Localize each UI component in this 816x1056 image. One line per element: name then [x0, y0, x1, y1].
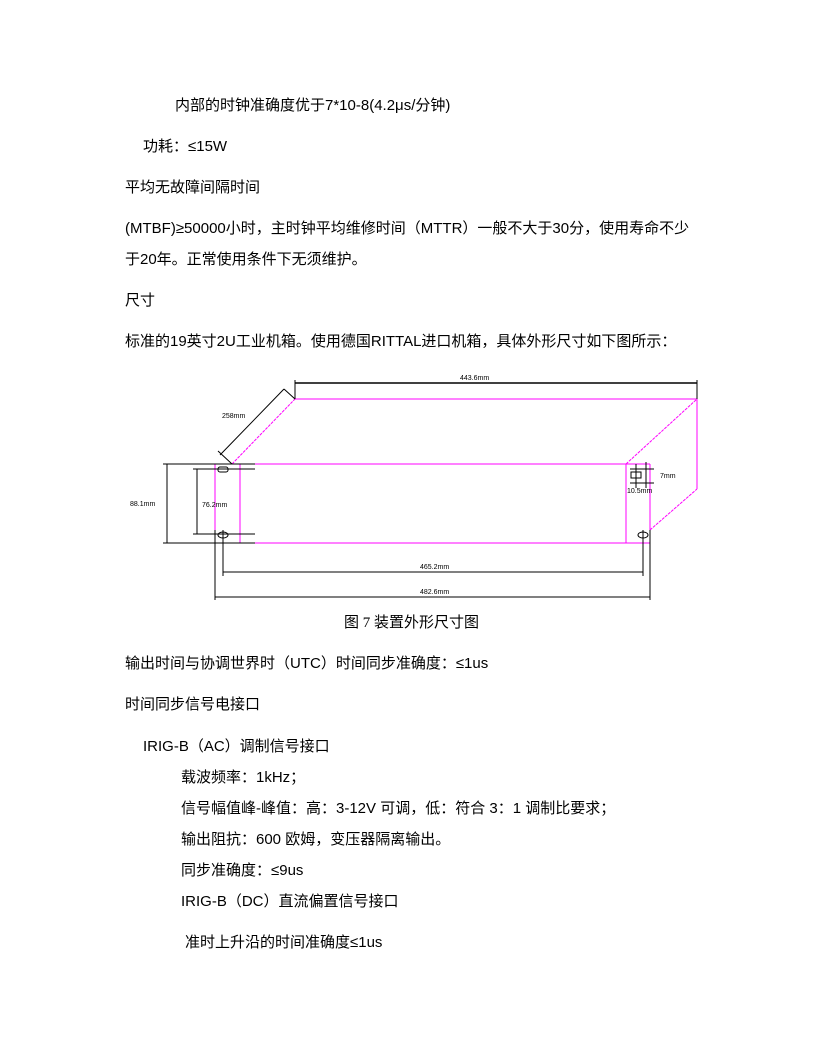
mtbf-paragraph-line-1: (MTBF)≥50000小时，主时钟平均维修时间（MTTR）一般不大于30分，使…	[125, 220, 690, 237]
dim-label-depth: 258mm	[222, 413, 246, 420]
dim-label-body-width: 443.6mm	[460, 375, 489, 382]
dimension-lines	[163, 380, 698, 600]
dim-label-overall-width: 482.6mm	[420, 589, 449, 596]
clock-accuracy-text: 内部的时钟准确度优于7*10-8(4.2μs/分钟)	[175, 97, 451, 114]
mtbf-paragraph-line-2: 于20年。正常使用条件下无须维护。	[125, 251, 367, 268]
output-impedance-text: 输出阻抗：600 欧姆，变压器隔离输出。	[181, 831, 451, 848]
utc-accuracy-text: 输出时间与协调世界时（UTC）时间同步准确度：≤1us	[125, 655, 489, 672]
dim-label-slot-offset: 10.5mm	[627, 488, 652, 495]
irigb-dc-heading: IRIG-B（DC）直流偏置信号接口	[181, 893, 399, 910]
chassis-dimension-diagram: 443.6mm 258mm 88.1mm 76.2mm 7mm 10.5mm 4…	[130, 375, 698, 600]
round-hole-bottom-right	[637, 531, 649, 539]
figure-caption: 图 7 装置外形尺寸图	[344, 615, 480, 631]
carrier-frequency-text: 载波频率：1kHz；	[181, 769, 306, 786]
rising-edge-accuracy-text: 准时上升沿的时间准确度≤1us	[185, 934, 383, 951]
irigb-ac-heading: IRIG-B（AC）调制信号接口	[143, 738, 330, 755]
size-heading: 尺寸	[125, 292, 156, 309]
amplitude-text: 信号幅值峰-峰值：高：3-12V 可调，低：符合 3：1 调制比要求；	[181, 800, 616, 817]
chassis-outline	[214, 398, 698, 544]
sync-accuracy-text: 同步准确度：≤9us	[181, 862, 304, 879]
dim-label-hole-spacing-vertical: 76.2mm	[202, 502, 227, 509]
mtbf-heading: 平均无故障间隔时间	[125, 179, 261, 196]
dim-label-hole-spacing-horizontal: 465.2mm	[420, 564, 449, 571]
dim-label-height: 88.1mm	[130, 501, 155, 508]
slot-hole-top-right	[630, 471, 642, 479]
mounting-holes	[217, 466, 649, 540]
slot-hole-top-left	[217, 466, 229, 473]
size-description: 标准的19英寸2U工业机箱。使用德国RITTAL进口机箱，具体外形尺寸如下图所示…	[125, 333, 677, 350]
power-consumption-text: 功耗：≤15W	[143, 138, 228, 155]
dim-label-slot-height: 7mm	[660, 473, 676, 480]
interface-heading: 时间同步信号电接口	[125, 696, 261, 713]
